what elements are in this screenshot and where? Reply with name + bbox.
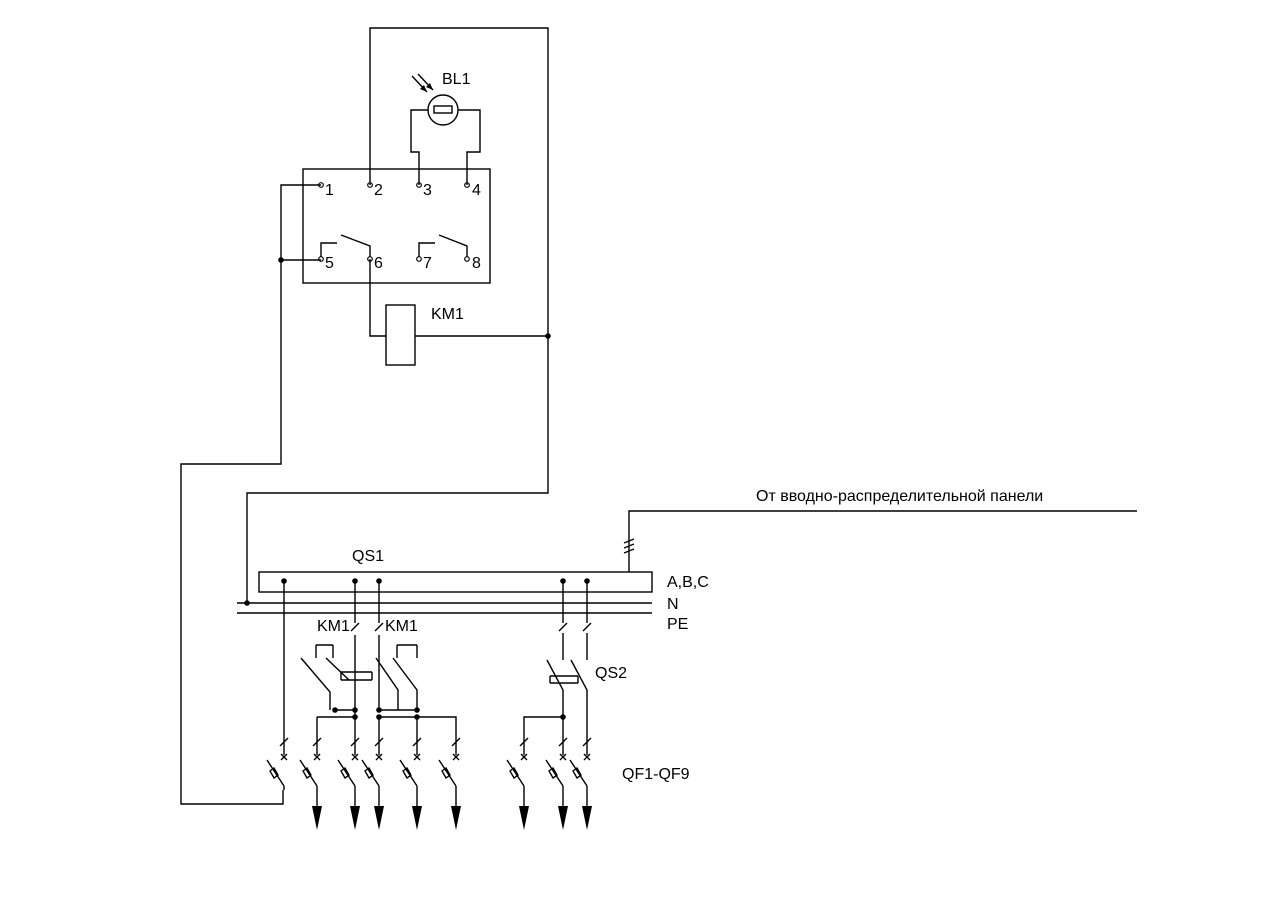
relay-terminal-1: 1: [325, 182, 334, 199]
contactor-label-left: KM1: [317, 618, 350, 635]
qs2-output-bus: [523, 716, 564, 738]
relay-terminal-8: 8: [472, 255, 481, 272]
phase-label: A,B,C: [667, 574, 709, 591]
breaker-qf2: [299, 737, 322, 830]
breaker-qf5-symbol: [399, 737, 422, 806]
breaker-qf3: [337, 737, 360, 830]
relay-terminal-5: 5: [325, 255, 334, 272]
feed-label: От вводно-распределительной панели: [756, 488, 1043, 505]
switch-qs1-label: QS1: [352, 548, 384, 565]
contactor-km1: KM1 KM1: [300, 581, 457, 738]
sensor-lead-4: [458, 109, 481, 185]
light-arrow-head-1: [420, 85, 427, 92]
breaker-qf9-symbol: [569, 737, 592, 806]
sensor-label: BL1: [442, 71, 471, 88]
light-arrow-head-2: [426, 83, 433, 90]
contactor-pole-4: [392, 652, 418, 710]
junction-dot: [545, 333, 551, 339]
junction-dot: [414, 707, 420, 713]
earth-label: PE: [667, 616, 688, 633]
phase-busbar: [258, 571, 653, 593]
breaker-qf9: [569, 737, 592, 830]
wire-terminal-1-loop: [180, 184, 321, 805]
group-bus-right: [379, 716, 457, 738]
contactor-coil: [385, 304, 416, 366]
breaker-qf3-symbol: [337, 737, 360, 806]
relay-contact-7-8: [418, 234, 468, 257]
breaker-qf6-symbol: [438, 737, 461, 806]
qs2-linkage: [549, 675, 579, 684]
outgoing-line-arrow: [451, 806, 461, 830]
contactor-label-right: KM1: [385, 618, 418, 635]
terminal-point-8: [464, 256, 470, 262]
contactor-pole-3: [375, 652, 399, 710]
photo-relay: 1 2 3 4 5 6 7 8: [302, 168, 491, 284]
relay-terminal-6: 6: [374, 255, 383, 272]
breaker-qf4-symbol: [361, 737, 384, 806]
sensor-lead-3: [410, 109, 428, 185]
outgoing-line-arrow: [312, 806, 322, 830]
breaker-qf4: [361, 737, 384, 830]
junction-dot: [414, 714, 420, 720]
photo-sensor: BL1: [410, 71, 481, 185]
feed-cable: [628, 510, 1137, 581]
relay-terminal-4: 4: [472, 182, 481, 199]
contactor-linkage: [340, 671, 373, 681]
relay-terminal-2: 2: [374, 182, 383, 199]
switch-qs2-label: QS2: [595, 665, 627, 682]
terminal-point-7: [416, 256, 422, 262]
neutral-label: N: [667, 596, 679, 613]
junction-dot: [244, 600, 250, 606]
breaker-qf1: [266, 737, 289, 790]
qs2-feed: [562, 581, 588, 660]
breaker-qf5: [399, 737, 422, 830]
contactor-pole-1: [300, 652, 331, 710]
relay-terminal-7: 7: [423, 255, 432, 272]
outgoing-line-arrow: [558, 806, 568, 830]
relay-contact-5-6: [320, 234, 371, 257]
busbars: QS1 A,B,C N PE: [237, 548, 709, 633]
breaker-qf8: [545, 737, 568, 830]
breaker-qf8-symbol: [545, 737, 568, 806]
control-wiring: KM1: [180, 27, 551, 805]
break-mark: [350, 622, 384, 632]
qs2-contacts: [546, 659, 588, 738]
three-phase-mark: [623, 538, 635, 554]
photo-sensor-element: [433, 105, 453, 114]
relay-box: [302, 168, 491, 284]
group-drops: [316, 717, 418, 738]
break-mark: [558, 622, 592, 632]
breaker-qf2-symbol: [299, 737, 322, 806]
breaker-qf1-symbol: [266, 737, 289, 790]
junction-dot: [560, 714, 566, 720]
breakers-group: QF1-QF9: [266, 581, 690, 830]
junction-dot: [376, 714, 382, 720]
contactor-pole-2: [325, 652, 350, 681]
coil-label: KM1: [431, 306, 464, 323]
junction-dot: [332, 707, 338, 713]
junction-dot: [352, 714, 358, 720]
outgoing-line-arrow: [374, 806, 384, 830]
outgoing-line-arrow: [350, 806, 360, 830]
switch-qs2: QS2: [523, 581, 627, 738]
outgoing-line-arrow: [582, 806, 592, 830]
junction-dot: [278, 257, 284, 263]
breaker-qf7-symbol: [506, 737, 529, 806]
breakers-label: QF1-QF9: [622, 766, 690, 783]
breaker-qf6: [438, 737, 461, 830]
junction-dot: [376, 707, 382, 713]
contactor-arc-chutes: [315, 644, 418, 652]
wire-terminal-6-coil: [369, 259, 386, 337]
relay-terminal-3: 3: [423, 182, 432, 199]
wire-terminal-2-loop: [246, 27, 549, 603]
outgoing-line-arrow: [519, 806, 529, 830]
outgoing-line-arrow: [412, 806, 422, 830]
feed-line: От вводно-распределительной панели: [623, 488, 1137, 584]
breaker-qf7: [506, 737, 529, 830]
